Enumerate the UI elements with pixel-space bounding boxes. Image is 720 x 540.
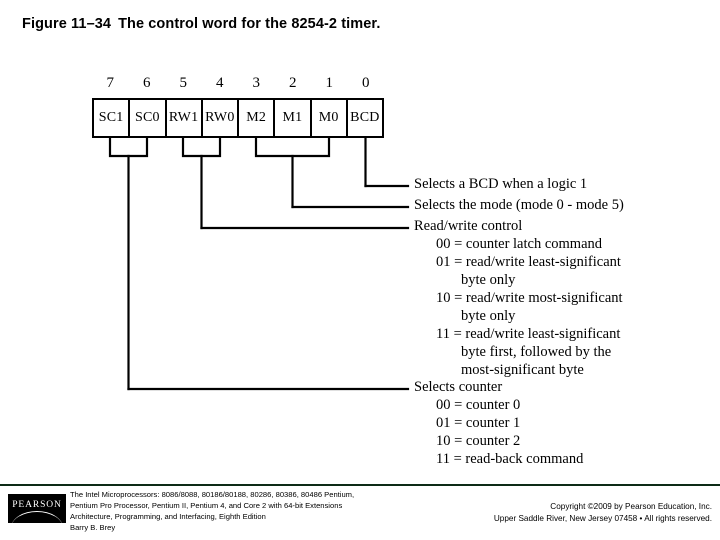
annotation-counter-select: Selects counter 00 = counter 0 01 = coun… [414,378,583,468]
bit-cell-rw0: RW0 [203,100,239,136]
bit-number-row: 7 6 5 4 3 2 1 0 [92,74,384,92]
annotation-read-write-heading: Read/write control [414,218,523,234]
read-write-option-10-cont: byte only [461,308,516,324]
annotation-mode-heading: Selects the mode (mode 0 - mode 5) [414,197,624,213]
figure-caption-text: The control word for the 8254-2 timer. [118,16,381,32]
pearson-logo-text: PEARSON [12,500,62,510]
read-write-option-01: 01 = read/write least-significant [436,254,621,270]
bit-cell-m2: M2 [239,100,276,136]
counter-option-11: 11 = read-back command [436,451,584,467]
bit-cell-m1: M1 [275,100,312,136]
bracket-mode-select [254,137,331,158]
read-write-option-11: 11 = read/write least-significant [436,326,621,342]
counter-option-10: 10 = counter 2 [436,433,521,449]
figure-number: Figure 11–34 [22,16,112,32]
pearson-logo-arc [11,511,63,523]
counter-option-00: 00 = counter 0 [436,397,521,413]
bit-number-3: 3 [252,75,261,91]
bracket-read-write [181,137,222,158]
bit-number-2: 2 [289,75,297,91]
footer-book-info: The Intel Microprocessors: 8086/8088, 80… [70,489,390,533]
book-title-line-2: Pentium Pro Processor, Pentium II, Penti… [70,501,343,510]
footer: PEARSON The Intel Microprocessors: 8086/… [0,486,720,540]
annotation-counter-heading: Selects counter [414,379,503,395]
copyright-line-2: Upper Saddle River, New Jersey 07458 • A… [493,514,712,523]
bit-number-6: 6 [143,75,151,91]
book-author: Barry B. Brey [70,523,116,532]
read-write-option-10: 10 = read/write most-significant [436,290,623,306]
bit-number-0: 0 [362,75,370,91]
footer-divider [0,484,720,486]
bit-cell-sc1: SC1 [94,100,131,136]
read-write-option-11-cont2: most-significant byte [461,362,584,378]
book-title-line-1: The Intel Microprocessors: 8086/8088, 80… [70,490,355,499]
annotation-bcd-heading: Selects a BCD when a logic 1 [414,176,588,192]
bit-cell-sc0: SC0 [130,100,167,136]
annotation-read-write: Read/write control 00 = counter latch co… [414,217,623,379]
bit-number-1: 1 [325,75,334,91]
annotation-mode: Selects the mode (mode 0 - mode 5) [414,196,624,214]
figure-diagram: 7 6 5 4 3 2 1 0 SC1 SC0 RW1 RW0 M2 M1 M0… [92,74,624,468]
read-write-option-11-cont1: byte first, followed by the [461,344,612,360]
footer-copyright: Copyright ©2009 by Pearson Education, In… [494,501,712,525]
bit-cell-m0: M0 [312,100,348,136]
bracket-counter-select [108,137,149,158]
read-write-option-01-cont: byte only [461,272,516,288]
bit-number-4: 4 [216,75,224,91]
book-title-line-3: Architecture, Programming, and Interfaci… [70,512,266,521]
annotation-bcd: Selects a BCD when a logic 1 [414,175,587,193]
pearson-logo: PEARSON [8,494,66,523]
bit-number-7: 7 [106,75,115,91]
bit-cell-rw1: RW1 [167,100,203,136]
bit-cell-bcd: BCD [350,110,380,125]
copyright-line-1: Copyright ©2009 by Pearson Education, In… [550,502,712,511]
bit-number-5: 5 [179,75,188,91]
figure-caption: Figure 11–34 The control word for the 825… [22,16,381,32]
control-word-register: SC1 SC0 RW1 RW0 M2 M1 M0 BCD [92,98,384,138]
counter-option-01: 01 = counter 1 [436,415,521,431]
read-write-option-00: 00 = counter latch command [436,236,603,252]
